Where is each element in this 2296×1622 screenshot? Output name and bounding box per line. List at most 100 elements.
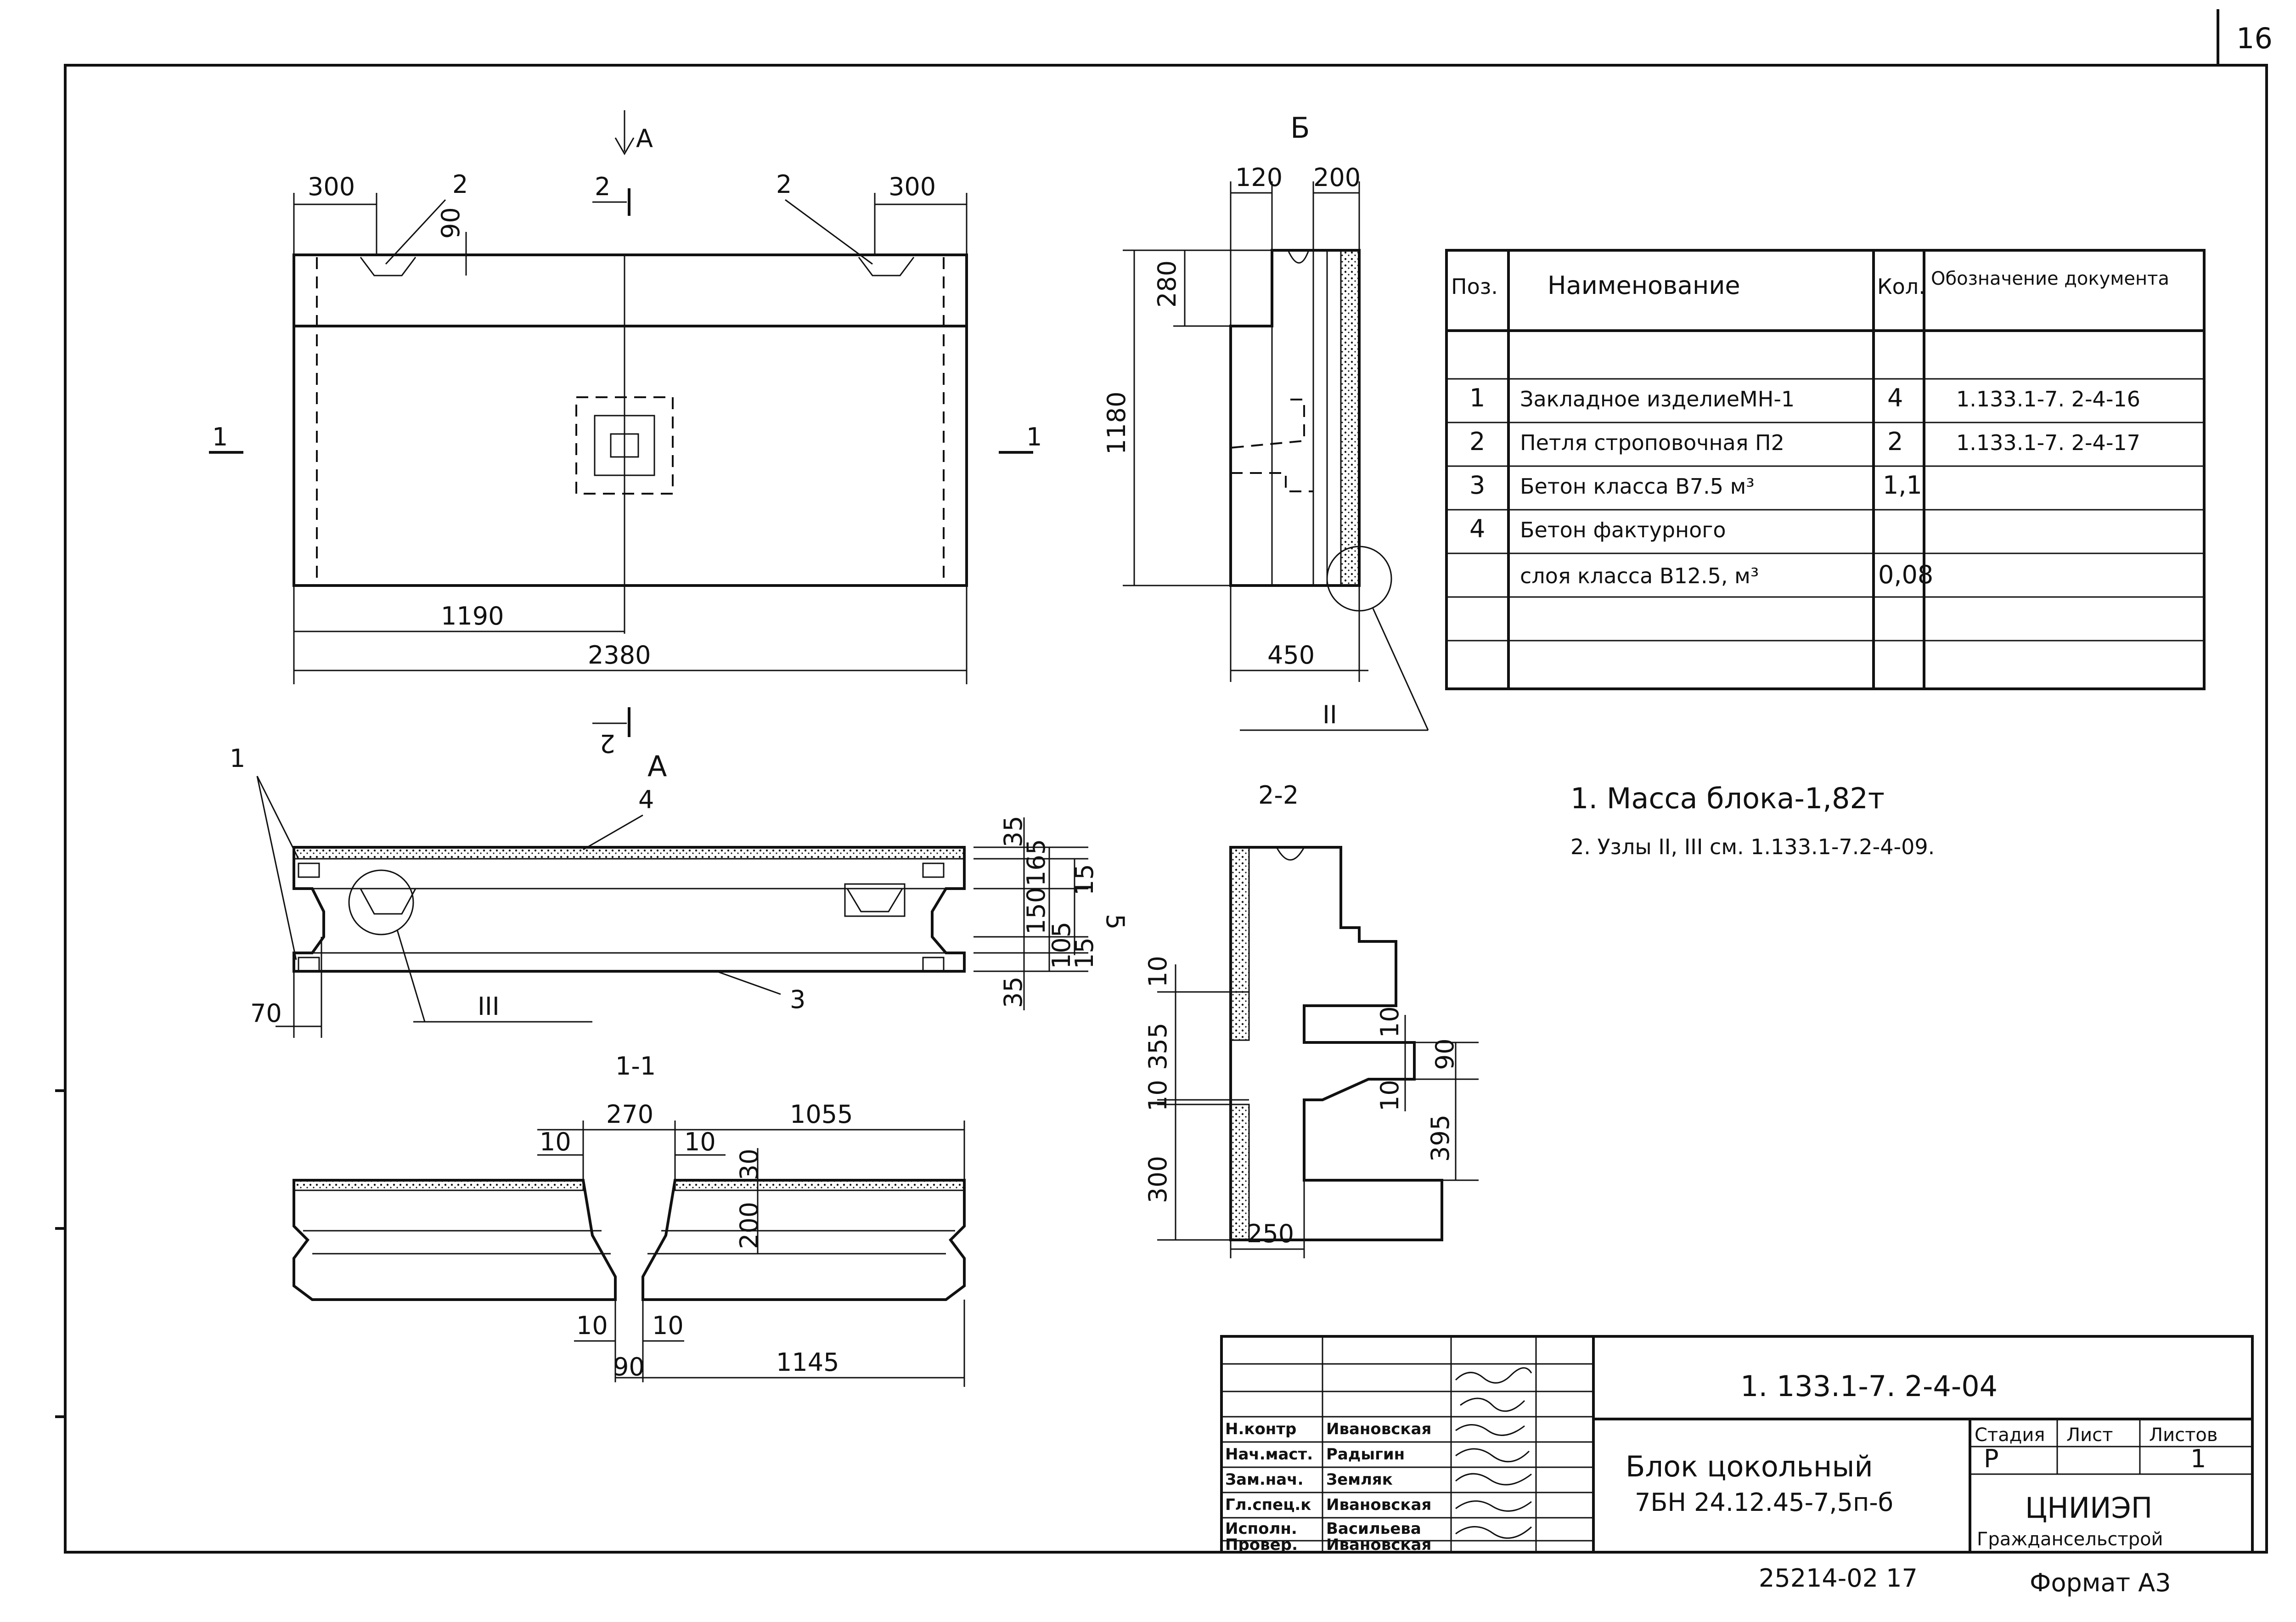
sheet-label: Лист: [2066, 1425, 2113, 1446]
dim-10-d: 10: [652, 1311, 684, 1340]
section-1-1-title: 1-1: [615, 1052, 656, 1081]
dim-150: 150: [1022, 887, 1051, 935]
dim-300-s2: 300: [1143, 1156, 1172, 1203]
pos-1-label: 1: [230, 744, 245, 773]
dim-355: 355: [1143, 1023, 1172, 1070]
notes: 1. Масса блока-1,82т 2. Узлы II, III см.…: [1570, 782, 1935, 859]
node-ii-label: II: [1322, 700, 1337, 729]
arrow-1-left: 1: [212, 422, 228, 451]
dim-90-top: 90: [436, 207, 465, 239]
section-2-2-title: 2-2: [1258, 781, 1299, 810]
svg-text:Васильева: Васильева: [1326, 1520, 1421, 1538]
pos-4-label: 4: [638, 785, 654, 814]
signatory-row: Исполн. Васильева: [1225, 1520, 1421, 1538]
svg-text:Ивановская: Ивановская: [1326, 1420, 1431, 1438]
node-iii-label: III: [478, 992, 500, 1021]
col-header-name: Наименование: [1548, 271, 1740, 300]
dim-280: 280: [1153, 260, 1182, 308]
svg-text:Закладное изделиеМН-1: Закладное изделиеМН-1: [1520, 387, 1795, 411]
dim-270: 270: [606, 1100, 653, 1129]
section-2-2: 2-2 10 355 10 300 250 10 90 10 395: [1143, 781, 1479, 1258]
table-row: слоя класса В12.5, м³ 0,08: [1520, 560, 1933, 589]
loop-label-left: 2: [452, 170, 468, 199]
svg-text:4: 4: [1887, 383, 1903, 412]
signatory-row: Нач.маст. Радыгин: [1225, 1445, 1405, 1464]
dim-300-left: 300: [308, 172, 355, 201]
dim-105: 105: [1047, 922, 1076, 969]
svg-text:1: 1: [1469, 383, 1485, 412]
dim-35-bottom: 35: [999, 976, 1028, 1008]
dim-250: 250: [1247, 1219, 1294, 1248]
svg-text:Гл.спец.к: Гл.спец.к: [1225, 1496, 1311, 1514]
col-header-qty: Кол.: [1877, 274, 1925, 299]
col-header-doc: Обозначение документа: [1931, 268, 2169, 289]
svg-text:Исполн.: Исполн.: [1225, 1520, 1297, 1538]
arrow-2-top: 2: [595, 172, 610, 201]
svg-text:3: 3: [1469, 471, 1485, 500]
table-row: 4 Бетон фактурного: [1469, 514, 1726, 543]
arrow-2-bottom: 2: [600, 729, 615, 758]
signatory-row: Н.контр Ивановская: [1225, 1420, 1431, 1438]
signatory-row: Провер. Ивановская: [1225, 1536, 1431, 1554]
svg-text:Радыгин: Радыгин: [1326, 1445, 1405, 1464]
dim-1055: 1055: [790, 1100, 853, 1129]
section-1-1: 1-1 270 1055 10 10 30 200 10 10 90 1145: [293, 1052, 966, 1387]
drawing-title-2: 7БН 24.12.45-7,5п-б: [1635, 1488, 1893, 1517]
svg-text:Земляк: Земляк: [1326, 1470, 1393, 1489]
svg-text:2: 2: [1887, 427, 1903, 456]
arrow-1-right: 1: [1026, 422, 1042, 451]
svg-text:Бетон фактурного: Бетон фактурного: [1520, 518, 1726, 542]
dim-70: 70: [250, 999, 282, 1028]
dim-15-top: 15: [1070, 864, 1099, 895]
dim-1190: 1190: [441, 602, 504, 631]
title-block: 1. 133.1-7. 2-4-04 Н.контр Ивановская На…: [1220, 1335, 2254, 1554]
sheet-frame: [64, 64, 2268, 1554]
svg-text:Нач.маст.: Нач.маст.: [1225, 1445, 1313, 1464]
dim-10-c: 10: [576, 1311, 608, 1340]
table-row: 3 Бетон класса В7.5 м³ 1,1: [1469, 471, 1922, 500]
svg-text:2: 2: [1469, 427, 1485, 456]
pos-3-label: 3: [790, 985, 805, 1014]
org-name: ЦНИИЭП: [2025, 1491, 2152, 1525]
sheet-number: 16: [2236, 22, 2273, 55]
svg-text:Н.контр: Н.контр: [1225, 1420, 1296, 1438]
note-2: 2. Узлы II, III см. 1.133.1-7.2-4-09.: [1570, 834, 1935, 859]
dim-5: 5: [1101, 914, 1130, 929]
lifting-loop-left: [360, 257, 416, 276]
doc-code: 1. 133.1-7. 2-4-04: [1740, 1369, 1998, 1403]
svg-text:Зам.нач.: Зам.нач.: [1225, 1470, 1304, 1489]
dim-120: 120: [1235, 163, 1283, 192]
paper-format: Формат А3: [2030, 1568, 2171, 1597]
col-header-pos: Поз.: [1451, 274, 1498, 299]
svg-text:1,1: 1,1: [1883, 471, 1922, 500]
dim-1180: 1180: [1102, 392, 1131, 455]
svg-text:0,08: 0,08: [1878, 560, 1933, 589]
dim-10-s2-b: 10: [1143, 1080, 1172, 1111]
svg-text:Петля строповочная П2: Петля строповочная П2: [1520, 430, 1784, 455]
dim-30: 30: [735, 1149, 764, 1180]
dim-200-s: 200: [735, 1202, 764, 1249]
svg-text:слоя класса В12.5, м³: слоя класса В12.5, м³: [1520, 563, 1759, 588]
sheets-value: 1: [2190, 1444, 2206, 1473]
dim-15-bottom: 15: [1070, 937, 1099, 969]
view-label-b: Б: [1290, 111, 1310, 145]
dim-10-b: 10: [684, 1127, 716, 1156]
dim-2380: 2380: [588, 641, 651, 670]
signatory-row: Гл.спец.к Ивановская: [1225, 1496, 1431, 1514]
top-view: 300 300 2 2 90 1190 2380 А 2 2 1 1: [209, 110, 1042, 758]
table-row: 2 Петля строповочная П2 2 1.133.1-7. 2-4…: [1469, 427, 2140, 456]
lifting-loop-right: [858, 257, 915, 276]
svg-text:Бетон класса В7.5 м³: Бетон класса В7.5 м³: [1520, 474, 1755, 499]
signatory-row: Зам.нач. Земляк: [1225, 1470, 1393, 1489]
dim-10-s2-c: 10: [1375, 1006, 1404, 1038]
org-subname: Граждансельстрой: [1977, 1529, 2163, 1550]
stage-label: Стадия: [1975, 1425, 2045, 1446]
view-label-a: А: [647, 749, 667, 783]
svg-text:1.133.1-7. 2-4-16: 1.133.1-7. 2-4-16: [1956, 387, 2140, 411]
note-1: 1. Масса блока-1,82т: [1570, 782, 1885, 815]
dim-395: 395: [1426, 1115, 1455, 1162]
dim-1145: 1145: [776, 1348, 839, 1377]
svg-text:Ивановская: Ивановская: [1326, 1496, 1431, 1514]
signatures: [1455, 1367, 1532, 1539]
